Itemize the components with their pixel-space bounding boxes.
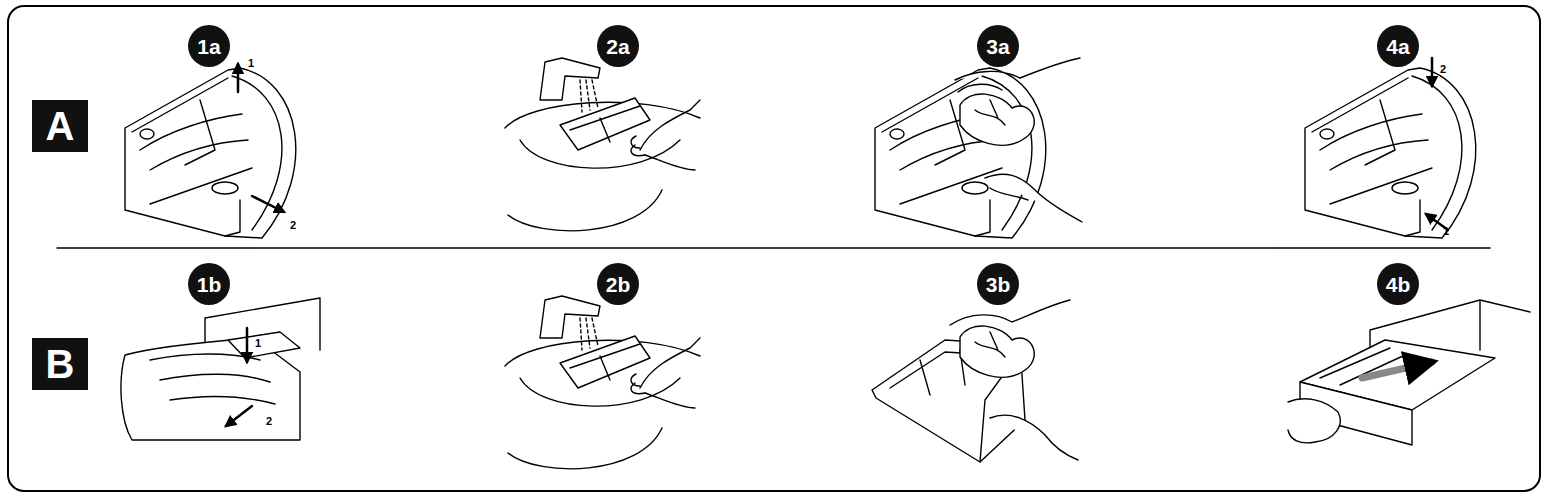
rinse-under-tap-b	[505, 296, 700, 469]
rinse-under-tap-a	[505, 58, 700, 231]
step-circle: 1b	[188, 263, 230, 305]
step-number: 1b	[197, 274, 222, 295]
drawer-refit-b	[1288, 300, 1530, 445]
step-number: 3a	[986, 36, 1009, 57]
step-number: 1a	[197, 36, 220, 57]
step-circle: 4a	[1377, 25, 1419, 67]
drawer-removal-a	[125, 64, 296, 238]
step-number: 2b	[606, 274, 631, 295]
wipe-drawer-a	[875, 58, 1082, 238]
arrow-step-number: 1	[1443, 226, 1449, 237]
arrow-step-number: 2	[266, 416, 272, 427]
panel-letter-box: A	[32, 100, 88, 152]
arrow-step-number: 2	[290, 220, 296, 231]
step-number: 2a	[606, 36, 629, 57]
step-number: 3b	[986, 274, 1011, 295]
panel-letter: A	[46, 106, 75, 146]
panel-letter: B	[46, 344, 75, 384]
step-circle: 1a	[188, 25, 230, 67]
wipe-drawer-b	[872, 300, 1078, 462]
step-circle: 3b	[977, 263, 1019, 305]
step-circle: 3a	[977, 25, 1019, 67]
arrow-step-number: 1	[248, 58, 254, 69]
arrow-step-number: 1	[255, 338, 261, 349]
step-circle: 2b	[597, 263, 639, 305]
outer-frame	[8, 6, 1540, 491]
arrow-step-number: 2	[1440, 64, 1446, 75]
step-number: 4b	[1386, 274, 1411, 295]
step-circle: 2a	[597, 25, 639, 67]
drawer-removal-b	[121, 298, 320, 440]
step-circle: 4b	[1377, 263, 1419, 305]
panel-letter-box: B	[32, 338, 88, 390]
drawer-refit-a	[1305, 58, 1476, 238]
step-number: 4a	[1386, 36, 1409, 57]
row-divider	[57, 247, 1490, 248]
